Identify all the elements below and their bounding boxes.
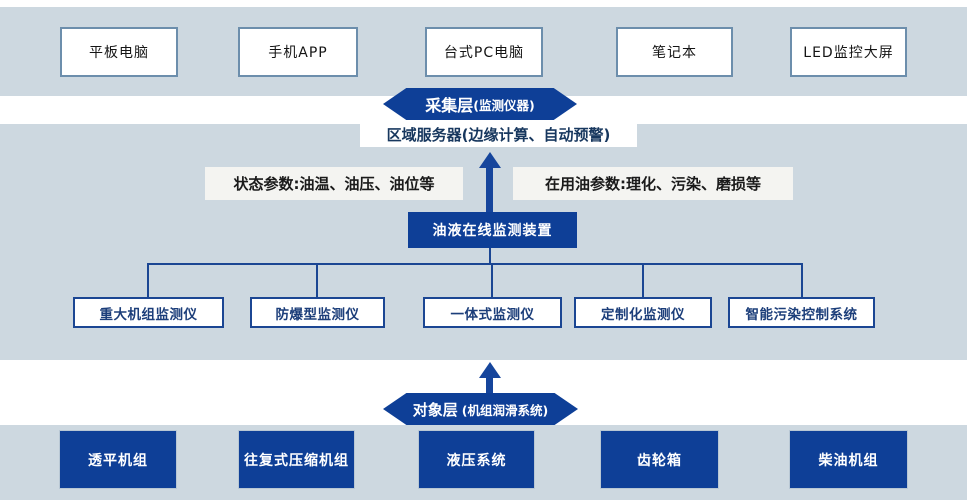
connector-line: [147, 263, 803, 265]
object-layer-subtitle: (机组润滑系统): [461, 402, 549, 418]
connector-line: [801, 263, 803, 297]
terminal-box-tablet: 平板电脑: [60, 27, 178, 77]
object-layer-badge: 对象层(机组润滑系统): [383, 393, 578, 425]
arrow-head-icon: [479, 152, 501, 168]
status-params-label: 状态参数:油温、油压、油位等: [205, 167, 463, 200]
terminal-box-laptop: 笔记本: [616, 27, 733, 77]
monitor-device-box: 油液在线监测装置: [408, 212, 577, 248]
arrow-head-icon: [479, 362, 501, 378]
connector-line: [316, 263, 318, 297]
collection-layer-title: 采集层: [425, 96, 474, 115]
equipment-box-gearbox: 齿轮箱: [600, 430, 719, 489]
instrument-box-explosionproof: 防爆型监测仪: [250, 297, 385, 328]
equipment-box-diesel: 柴油机组: [789, 430, 908, 489]
connector-line: [491, 263, 493, 297]
collection-layer-subtitle: (监测仪器): [473, 97, 535, 113]
arrow-stem: [486, 376, 493, 393]
object-layer-title: 对象层: [412, 400, 458, 419]
collection-layer-badge: 采集层(监测仪器): [383, 88, 577, 120]
connector-line: [489, 248, 491, 264]
instrument-box-pollution-ctrl: 智能污染控制系统: [728, 297, 875, 328]
equipment-box-hydraulic: 液压系统: [418, 430, 535, 489]
arrow-stem: [486, 166, 493, 213]
terminal-box-desktop: 台式PC电脑: [425, 27, 543, 77]
regional-server-label: 区域服务器(边缘计算、自动预警): [360, 122, 637, 147]
equipment-box-turbine: 透平机组: [59, 430, 177, 489]
equipment-box-reciprocating: 往复式压缩机组: [238, 430, 355, 489]
instrument-box-integrated: 一体式监测仪: [423, 297, 562, 328]
connector-line: [642, 263, 644, 297]
instrument-box-major-unit: 重大机组监测仪: [73, 297, 224, 328]
terminal-box-phone: 手机APP: [238, 27, 358, 77]
connector-line: [147, 263, 149, 297]
terminal-box-led: LED监控大屏: [790, 27, 907, 77]
oil-params-label: 在用油参数:理化、污染、磨损等: [513, 167, 793, 200]
instrument-box-customized: 定制化监测仪: [574, 297, 712, 328]
